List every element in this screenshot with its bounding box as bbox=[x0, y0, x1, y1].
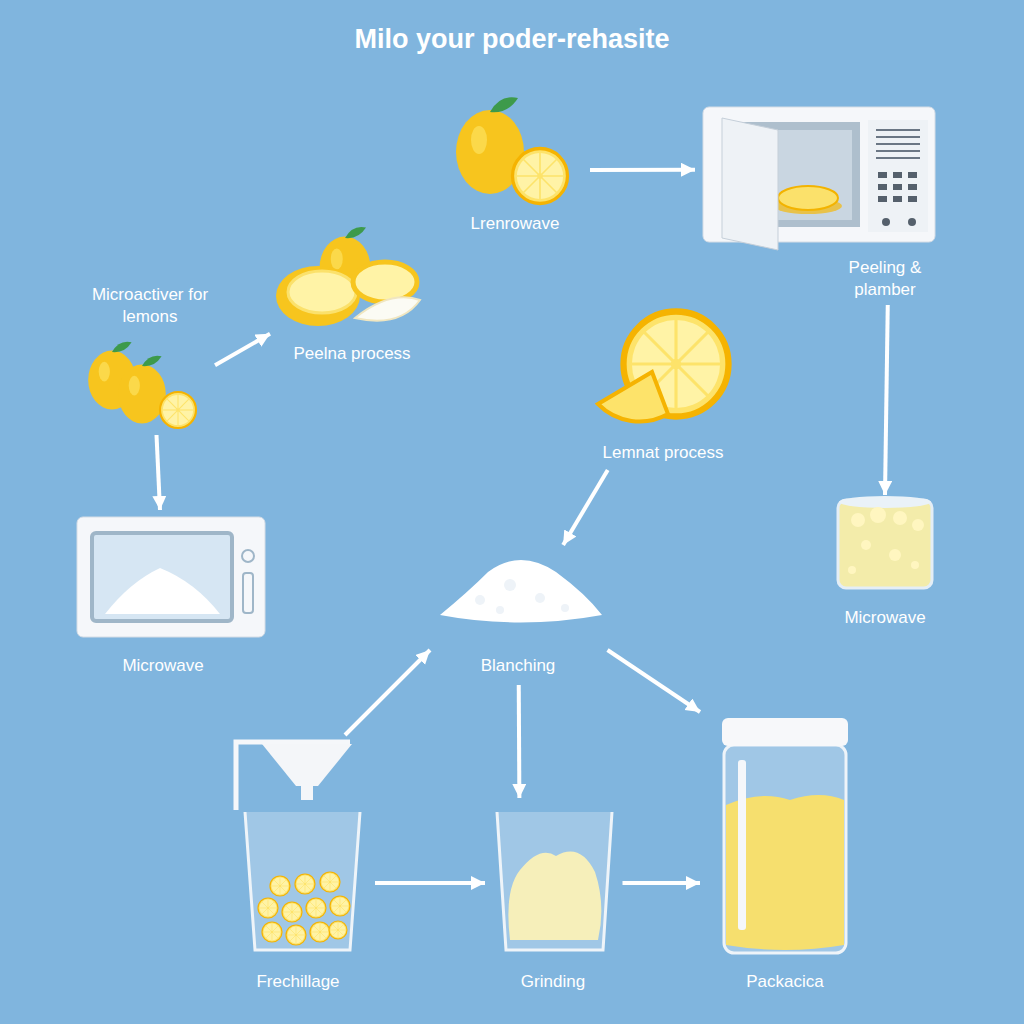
process-step: Frechillage bbox=[225, 735, 375, 998]
process-step: Lrenrowave bbox=[440, 100, 590, 240]
microwave-icon bbox=[703, 107, 935, 250]
flow-arrow bbox=[157, 435, 161, 510]
process-step: Peelna process bbox=[270, 225, 432, 370]
flow-arrow bbox=[375, 881, 485, 885]
process-step: Peeling & plamber bbox=[695, 100, 952, 305]
process-step: Microwave bbox=[820, 495, 950, 635]
step-label: Microwave bbox=[73, 655, 253, 677]
process-step: Grinding bbox=[485, 798, 623, 998]
flow-arrow bbox=[623, 881, 701, 885]
filter-glass-icon bbox=[236, 742, 360, 950]
lemon-halves-icon bbox=[276, 227, 420, 326]
step-label: Packacica bbox=[700, 971, 870, 993]
flow-arrow bbox=[885, 305, 888, 495]
step-label: Microactiver for lemons bbox=[85, 284, 215, 328]
process-step: Microactiver for lemons bbox=[85, 280, 215, 435]
microwave-icon bbox=[77, 517, 265, 637]
step-label: Frechillage bbox=[225, 971, 371, 993]
package-jar-icon bbox=[722, 718, 848, 953]
step-label: Grinding bbox=[486, 971, 621, 993]
lemon-slice-icon bbox=[598, 312, 729, 422]
flow-arrow bbox=[608, 650, 701, 712]
step-label: Lrenrowave bbox=[440, 213, 590, 235]
process-step: Lemnat process bbox=[584, 305, 746, 470]
flow-arrow bbox=[345, 650, 430, 735]
grinding-glass-icon bbox=[497, 812, 612, 950]
juice-jar-icon bbox=[838, 496, 932, 588]
process-step: Microwave bbox=[70, 510, 270, 680]
process-step: Blanching bbox=[430, 545, 608, 685]
step-label: Microwave bbox=[820, 607, 950, 629]
step-label: Peeling & plamber bbox=[820, 257, 950, 301]
lemon-icon bbox=[88, 342, 196, 428]
flow-arrow bbox=[517, 685, 522, 798]
step-label: Blanching bbox=[431, 655, 606, 677]
flow-arrow bbox=[215, 334, 270, 366]
powder-pile bbox=[440, 560, 602, 623]
diagram-title: Milo your poder-rehasite bbox=[0, 24, 1024, 55]
lemon-icon bbox=[456, 97, 568, 203]
process-step: Packacica bbox=[700, 712, 870, 998]
flow-arrow bbox=[590, 168, 695, 172]
flow-arrow bbox=[563, 470, 608, 545]
step-label: Lemnat process bbox=[586, 442, 741, 464]
step-label: Peelna process bbox=[275, 343, 430, 365]
